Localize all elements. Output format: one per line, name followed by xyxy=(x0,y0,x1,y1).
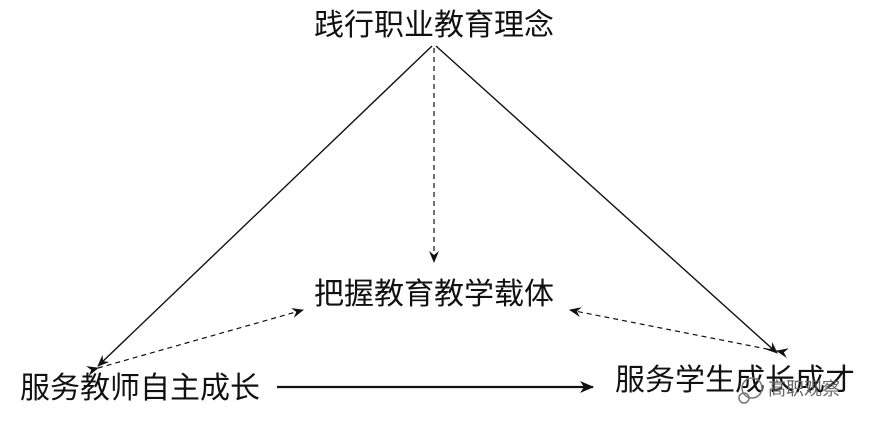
node-left-label: 服务教师自主成长 xyxy=(20,371,260,406)
arrow-left-center-bidirectional xyxy=(86,308,304,376)
watermark-logo: 高职观察 xyxy=(738,377,840,404)
node-center-label: 把握教育教学载体 xyxy=(314,277,554,312)
arrow-top-to-left xyxy=(97,45,433,367)
node-right-label: 服务学生成长成才 xyxy=(615,363,855,398)
node-top-label: 践行职业教育理念 xyxy=(314,8,554,43)
arrow-top-to-right xyxy=(435,45,778,354)
arrow-right-center-bidirectional xyxy=(569,307,789,359)
watermark-text: 高职观察 xyxy=(768,379,840,400)
